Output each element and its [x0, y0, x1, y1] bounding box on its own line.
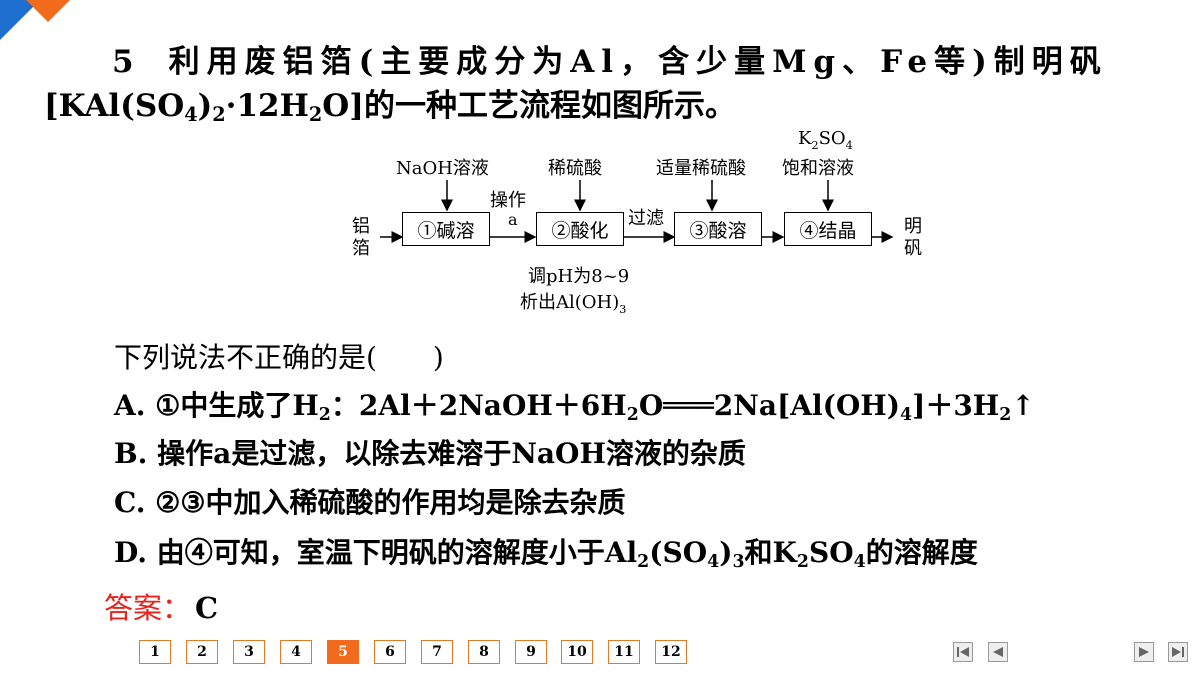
question-number: 5	[112, 44, 141, 80]
flow-reagent-k2so4: K2SO4	[798, 128, 853, 152]
answer-label: 答案：	[104, 591, 192, 625]
flow-end-top: 明	[904, 216, 922, 237]
answer: 答案：C	[104, 585, 218, 627]
flow-box-acidify: ②酸化	[536, 212, 624, 246]
flow-start-top: 铝	[352, 216, 370, 237]
flow-reagent-naoh: NaOH溶液	[396, 158, 489, 179]
page-button-9[interactable]: 9	[515, 640, 547, 664]
page-button-4[interactable]: 4	[280, 640, 312, 664]
option-c[interactable]: C. ②③中加入稀硫酸的作用均是除去杂质	[114, 486, 626, 519]
flow-box-acid-dissolve: ③酸溶	[674, 212, 762, 246]
process-flowchart: 铝 箔 ①碱溶 ②酸化 ③酸溶 ④结晶 明 矾 NaOH溶液 稀硫酸 适量稀硫酸…	[340, 120, 940, 320]
flow-op-a-bottom: a	[508, 210, 518, 229]
corner-logo-icon	[0, 0, 70, 40]
flow-note-ph: 调pH为8~9	[528, 266, 630, 287]
option-b[interactable]: B. 操作a是过滤，以除去难溶于NaOH溶液的杂质	[114, 437, 746, 470]
page-button-8[interactable]: 8	[468, 640, 500, 664]
question-line-2: [KAl(SO4)2·12H2O]的一种工艺流程如图所示。	[44, 88, 736, 126]
page-button-11[interactable]: 11	[608, 640, 640, 664]
page-button-10[interactable]: 10	[561, 640, 593, 664]
flow-end-bottom: 矾	[904, 238, 922, 259]
flow-op-a-top: 操作	[490, 190, 526, 211]
flow-reagent-dilute-acid: 稀硫酸	[548, 158, 602, 179]
page-button-7[interactable]: 7	[421, 640, 453, 664]
flow-op-filter: 过滤	[628, 208, 664, 229]
page-button-2[interactable]: 2	[186, 640, 218, 664]
flow-box-crystallize: ④结晶	[784, 212, 872, 246]
flow-note-precipitate: 析出Al(OH)3	[520, 292, 627, 316]
answer-value: C	[195, 591, 219, 625]
next-page-icon[interactable]	[1134, 642, 1154, 662]
page-button-1[interactable]: 1	[139, 640, 171, 664]
page-button-12[interactable]: 12	[655, 640, 687, 664]
page-button-3[interactable]: 3	[233, 640, 265, 664]
option-d[interactable]: D. 由④可知，室温下明矾的溶解度小于Al2(SO4)3和K2SO4的溶解度	[114, 536, 978, 572]
flow-box-alkali-dissolve: ①碱溶	[402, 212, 490, 246]
page-button-5-current[interactable]: 5	[327, 640, 359, 664]
prev-page-icon[interactable]	[988, 642, 1008, 662]
option-a[interactable]: A. ①中生成了H2：2Al＋2NaOH＋6H2O═══2Na[Al(OH)4]…	[114, 389, 1035, 425]
flow-reagent-saturated: 饱和溶液	[782, 158, 854, 179]
first-page-icon[interactable]	[953, 642, 973, 662]
flowchart-arrows	[380, 180, 894, 243]
flow-reagent-proper-acid: 适量稀硫酸	[656, 158, 746, 179]
last-page-icon[interactable]	[1168, 642, 1188, 662]
flow-start-bottom: 箔	[352, 238, 370, 259]
question-stem: 下列说法不正确的是( )	[114, 341, 444, 374]
page-button-6[interactable]: 6	[374, 640, 406, 664]
